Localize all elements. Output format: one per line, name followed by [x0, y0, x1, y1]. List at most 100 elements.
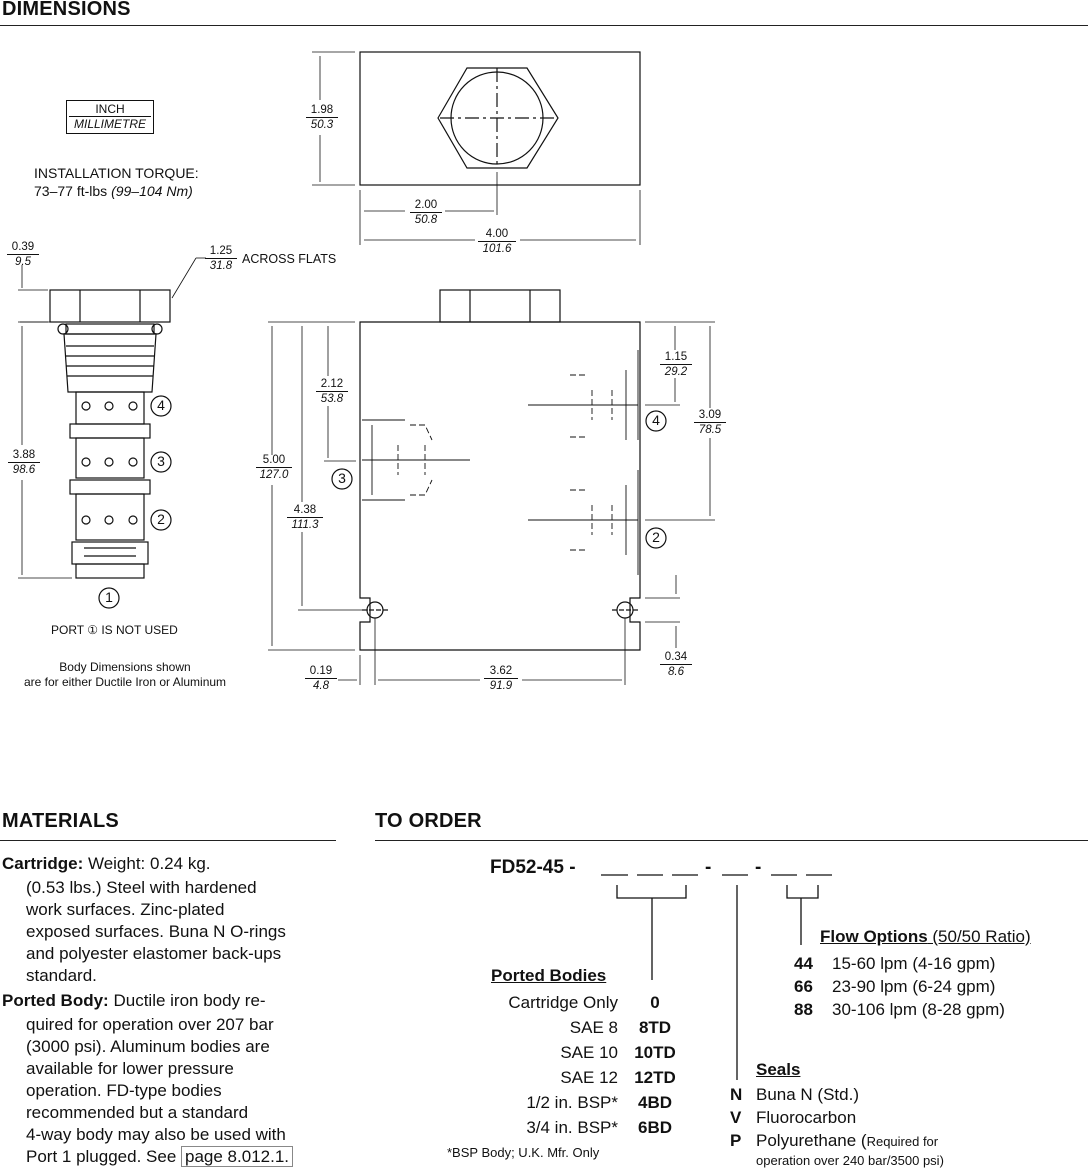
ported-body-label: 1/2 in. BSP*: [526, 1093, 618, 1112]
torque-value-metric: (99–104 Nm): [111, 183, 193, 199]
body-line-prefix: Port 1 plugged. See: [26, 1147, 182, 1166]
ported-body-label: Cartridge Only: [508, 993, 618, 1012]
ported-body-row: 3/4 in. BSP*6BD: [450, 1115, 690, 1140]
unit-mm: MILLIMETRE: [73, 117, 146, 131]
dimensions-heading: DIMENSIONS: [2, 0, 131, 20]
flow-option-label: 23-90 lpm (6-24 gpm): [832, 977, 996, 996]
front-view-body: [359, 289, 641, 651]
port-3-label-cartridge: 3: [157, 453, 165, 469]
materials-heading: MATERIALS: [2, 810, 119, 832]
page-link[interactable]: page 8.012.1.: [181, 1146, 293, 1167]
body-line: recommended but a standard: [26, 1103, 249, 1122]
seal-code: V: [730, 1108, 742, 1127]
ported-body-label: SAE 8: [569, 1018, 618, 1037]
across-flats-label: ACROSS FLATS: [242, 252, 337, 266]
cartridge-label: Cartridge:: [2, 854, 84, 873]
cartridge-line: exposed surfaces. Buna N O-rings: [26, 922, 286, 941]
cartridge-line: (0.53 lbs.) Steel with hardened: [26, 878, 257, 897]
body-line: (3000 psi). Aluminum bodies are: [26, 1037, 270, 1056]
ported-body-row: 1/2 in. BSP* 4BD: [450, 1090, 690, 1115]
body-line: 4-way body may also be used with: [26, 1125, 286, 1144]
ported-body-label: Ported Body:: [2, 991, 109, 1010]
seal-code: P: [730, 1131, 742, 1150]
cartridge-line: standard.: [26, 966, 97, 985]
ported-body-lines: quired for operation over 207 bar (3000 …: [2, 1014, 338, 1168]
bsp-note: *BSP Body; U.K. Mfr. Only: [447, 1145, 600, 1160]
body-line-last: Port 1 plugged. See page 8.012.1.: [26, 1146, 338, 1168]
ported-bodies-title: Ported Bodies: [491, 966, 607, 985]
cartridge-lines: (0.53 lbs.) Steel with hardened work sur…: [2, 877, 338, 987]
seal-label: Buna N (Std.): [756, 1085, 859, 1104]
flow-options-title: Flow Options (50/50 Ratio): [820, 927, 1031, 947]
seal-p-note-line-2: operation over 240 bar/3500 psi): [756, 1153, 944, 1168]
ported-body-code: 0: [650, 993, 660, 1012]
ported-body-code: 10TD: [634, 1043, 676, 1062]
body-dims-note: Body Dimensions shown are for either Duc…: [10, 660, 240, 690]
flow-option-label: 30-106 lpm (8-28 gpm): [832, 1000, 1005, 1019]
body-line: available for lower pressure: [26, 1059, 234, 1078]
dimension-drawing: [18, 51, 715, 685]
seal-label: Fluorocarbon: [756, 1108, 857, 1127]
to-order-heading: TO ORDER: [375, 810, 482, 832]
to-order-rule: [375, 840, 1088, 841]
seal-label: Polyurethane (: [756, 1131, 867, 1150]
flow-option-row: 66 23-90 lpm (6-24 gpm): [794, 975, 1005, 998]
ported-body-label: SAE 12: [560, 1068, 618, 1087]
torque-value: 73–77 ft-lbs (99–104 Nm): [34, 183, 193, 199]
body-line: operation. FD-type bodies: [26, 1081, 222, 1100]
cartridge-text: Weight: 0.24 kg.: [83, 854, 211, 873]
ported-body-code: 4BD: [637, 1093, 672, 1112]
torque-value-imperial: 73–77 ft-lbs: [34, 183, 108, 199]
unit-inch: INCH: [69, 102, 151, 117]
port-1-label-cartridge: 1: [105, 589, 113, 605]
order-dash-2: -: [755, 857, 762, 878]
torque-label: INSTALLATION TORQUE:: [34, 165, 199, 181]
seal-row: N Buna N (Std.): [730, 1083, 1070, 1106]
flow-option-code: 44: [794, 954, 813, 973]
flow-option-row: 88 30-106 lpm (8-28 gpm): [794, 998, 1005, 1021]
flow-option-code: 88: [794, 1000, 813, 1019]
order-dash-1: -: [705, 857, 712, 878]
flow-options-ratio: (50/50 Ratio): [927, 927, 1031, 946]
materials-rule: [0, 840, 336, 841]
port-4-label-cartridge: 4: [157, 397, 165, 413]
cartridge-line: and polyester elastomer back-ups: [26, 944, 282, 963]
ported-body-code: 12TD: [634, 1068, 676, 1087]
ported-body-code: 6BD: [637, 1118, 672, 1137]
seal-p-note: Required for: [866, 1134, 939, 1149]
order-code: FD52-45 -: [490, 857, 576, 878]
flow-option-code: 66: [794, 977, 813, 996]
unit-legend: INCH MILLIMETRE: [66, 100, 154, 134]
port-4-label-body: 4: [652, 412, 660, 428]
body-note-line-2: are for either Ductile Iron or Aluminum: [23, 675, 227, 689]
top-view-body: [359, 51, 641, 186]
seals-list: N Buna N (Std.) V Fluorocarbon P Polyuretha…: [730, 1083, 1070, 1168]
seal-code: N: [730, 1085, 743, 1104]
port-2-label-body: 2: [652, 529, 660, 545]
dimensions-rule: [0, 25, 1088, 26]
ported-body-code: 8TD: [638, 1018, 672, 1037]
seal-row: P Polyurethane (Required for: [730, 1129, 1070, 1153]
materials-text: Cartridge: Weight: 0.24 kg. (0.53 lbs.) …: [2, 853, 338, 1168]
seals-title: Seals: [756, 1060, 801, 1079]
ported-body-row: SAE 8 8TD: [450, 1015, 690, 1040]
ported-body-text: Ductile iron body re-: [108, 991, 266, 1010]
